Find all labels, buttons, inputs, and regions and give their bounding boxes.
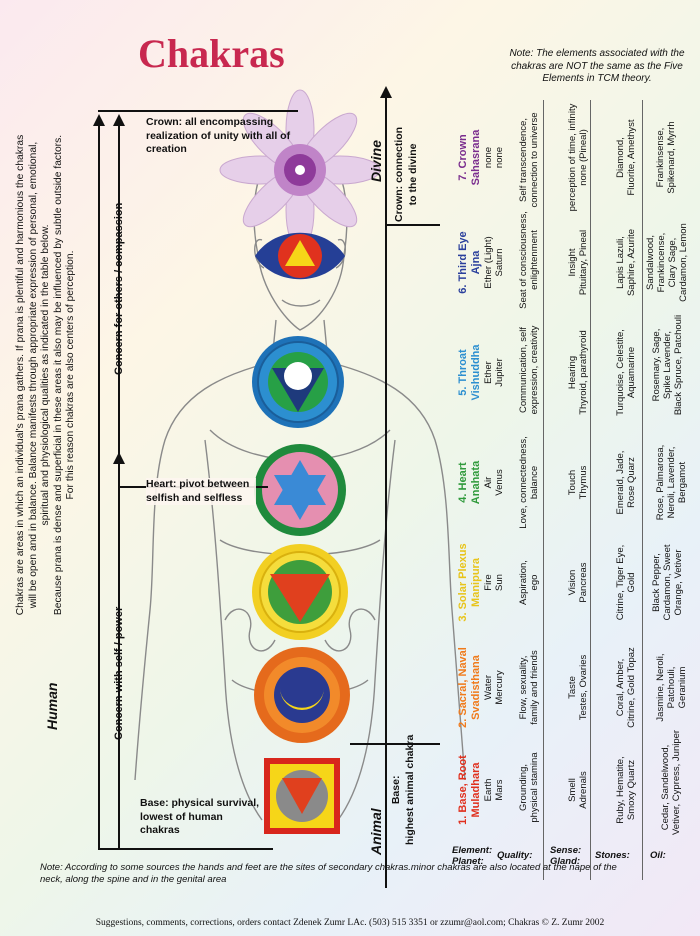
intro-line: will be open and in balance. Balance man… — [27, 141, 39, 609]
chakra-quality: Love, connectedness, balance — [518, 436, 540, 529]
throat-chakra-symbol — [252, 336, 344, 428]
row-label-stones: Stones: — [595, 850, 630, 861]
chakra-name: 4. Heart Anahata — [457, 460, 482, 505]
intro-text: Chakras are areas in which an individual… — [15, 125, 115, 625]
intro-line: spiritual and physiological qualities as… — [40, 224, 51, 526]
chakra-element: none none — [483, 146, 505, 169]
chakra-name: 7. Crown Sahasrana — [457, 129, 482, 186]
chakra-name: 1. Base, Root Muladhara — [457, 755, 482, 825]
base-line — [98, 848, 273, 850]
chakra-stones: Lapis Lazuli, Saphire, Azurite — [615, 228, 637, 297]
chakra-element: Ether Jupiter — [483, 358, 505, 387]
chakra-oil: Cedar, Sandelwood, Vetiver, Cypress, Jun… — [660, 729, 682, 835]
crown-chakra-symbol — [219, 89, 381, 251]
chakra-stones: Coral, Amber, Citrine, Gold Topaz — [615, 647, 637, 728]
page-title: Chakras — [138, 31, 285, 76]
chakra-stones: Citrine, Tiger Eye, Gold — [615, 544, 637, 621]
chakra-quality: Self transcendence, connection to univer… — [518, 112, 540, 208]
divine-line — [385, 224, 440, 226]
divine-label: Divine — [368, 139, 384, 182]
solar-plexus-chakra-symbol — [252, 544, 348, 640]
chakra-sense: Smell Adrenals — [567, 771, 589, 809]
chakra-quality: Flow, sexuality, family and friends — [518, 650, 540, 725]
crown-description: Crown: all encompassing realization of u… — [146, 116, 291, 156]
chakra-oil: Rosemary, Sage, Spike Lavender, Black Sp… — [651, 314, 684, 416]
row-label-element: Element: Planet: — [452, 845, 493, 867]
chakra-element: Fire Sun — [483, 574, 505, 591]
table-divider — [590, 100, 591, 880]
table-divider — [642, 100, 643, 880]
divine-arrow-head — [380, 86, 392, 98]
crown-line — [98, 110, 298, 112]
chakra-quality: Communication, self expression, creativi… — [518, 325, 540, 415]
animal-line — [350, 743, 440, 745]
intro-line: Chakras are areas in which an individual… — [15, 134, 26, 616]
chakra-stones: Emerald, Jade, Rose Quarz — [615, 450, 637, 515]
chakra-sense: Taste Testes, Ovaries — [567, 654, 589, 721]
base-description: Base: physical survival, lowest of human… — [140, 797, 260, 837]
chakra-quality: Aspiration, ego — [518, 560, 540, 605]
chakra-oil: Jasmine, Neroli, Patchouli, Geranium — [655, 653, 688, 722]
chakra-quality: Seat of consciousness, enlightenment — [518, 211, 540, 309]
concern-self-label: Concern with self / power — [113, 606, 125, 740]
chakra-element: Ether (Light) Saturn — [483, 236, 505, 289]
others-arrow — [118, 125, 120, 485]
chakra-name: 6. Third Eye Ajna — [457, 231, 482, 294]
chakra-stones: Ruby, Hematite, Smoxy Quartz — [615, 756, 637, 824]
chakra-sense: perception of time, infinity none (Pinea… — [567, 103, 589, 212]
chakra-stones: Diamond, Fluorite, Amethyst — [615, 119, 637, 196]
chakra-name: 2. Sacral, Naval Svadisthana — [457, 647, 482, 728]
row-label-quality: Quality: — [497, 850, 533, 861]
base-animal-label: Base: highest animal chakra — [390, 734, 416, 845]
bottom-note: Note: According to some sources the hand… — [40, 862, 617, 885]
animal-label: Animal — [368, 808, 384, 855]
base-chakra-symbol — [264, 758, 340, 834]
crown-divine-label: Crown: connection to the divine — [393, 126, 419, 222]
chakra-oil: Rose, Palmarosa, Neroli, Lavender, Berga… — [655, 444, 688, 521]
chakra-sense: Vision Pancreas — [567, 562, 589, 603]
intro-line: Because prana is dense and superficial i… — [52, 134, 64, 616]
chakra-sense: Touch Thymus — [567, 465, 589, 500]
chakra-element: Air Venus — [483, 469, 505, 496]
concern-others-label: Concern for others / compassion — [113, 202, 125, 375]
chakra-oil: Black Pepper, Cardamon, Sweet Orange, Ve… — [651, 544, 684, 621]
heart-chakra-symbol — [254, 444, 346, 536]
third-eye-chakra-symbol — [255, 232, 345, 280]
human-arrow — [98, 125, 100, 848]
row-label-oil: Oil: — [650, 850, 666, 861]
chakra-sense: Insight Pituitary, Pineal — [567, 229, 589, 296]
self-arrow — [118, 462, 120, 848]
animal-divine-arrow — [385, 98, 387, 888]
intro-line: For this reason chakras are also centers… — [65, 250, 76, 500]
human-label: Human — [44, 682, 60, 730]
chakra-quality: Grounding, physical stamina — [518, 752, 540, 823]
row-label-sense: Sense: Gland: — [550, 845, 582, 867]
sacral-chakra-symbol — [254, 647, 350, 743]
chakra-stones: Turquoise, Celestite, Aquamarine — [615, 329, 637, 416]
table-divider — [543, 100, 544, 880]
chakra-oil: Frankinsense, Spikenard, Myrrh — [655, 121, 677, 194]
heart-description: Heart: pivot between selfish and selfles… — [146, 478, 256, 506]
chakra-element: Water Mercury — [483, 670, 505, 705]
human-arrow-head — [93, 114, 105, 126]
footer: Suggestions, comments, corrections, orde… — [95, 918, 605, 928]
chakra-sense: Hearing Thyroid, parathyroid — [567, 330, 589, 415]
chakra-name: 3. Solar Plexus Manipura — [457, 543, 482, 622]
others-arrow-head — [113, 114, 125, 126]
chakra-oil: Sandalwood, Frankincense, Clary Sage, Ca… — [645, 223, 689, 302]
chakra-element: Earth Mars — [483, 778, 505, 802]
top-note: Note: The elements associated with the c… — [509, 48, 685, 84]
chakra-name: 5. Throat Vishuddha — [457, 344, 482, 401]
